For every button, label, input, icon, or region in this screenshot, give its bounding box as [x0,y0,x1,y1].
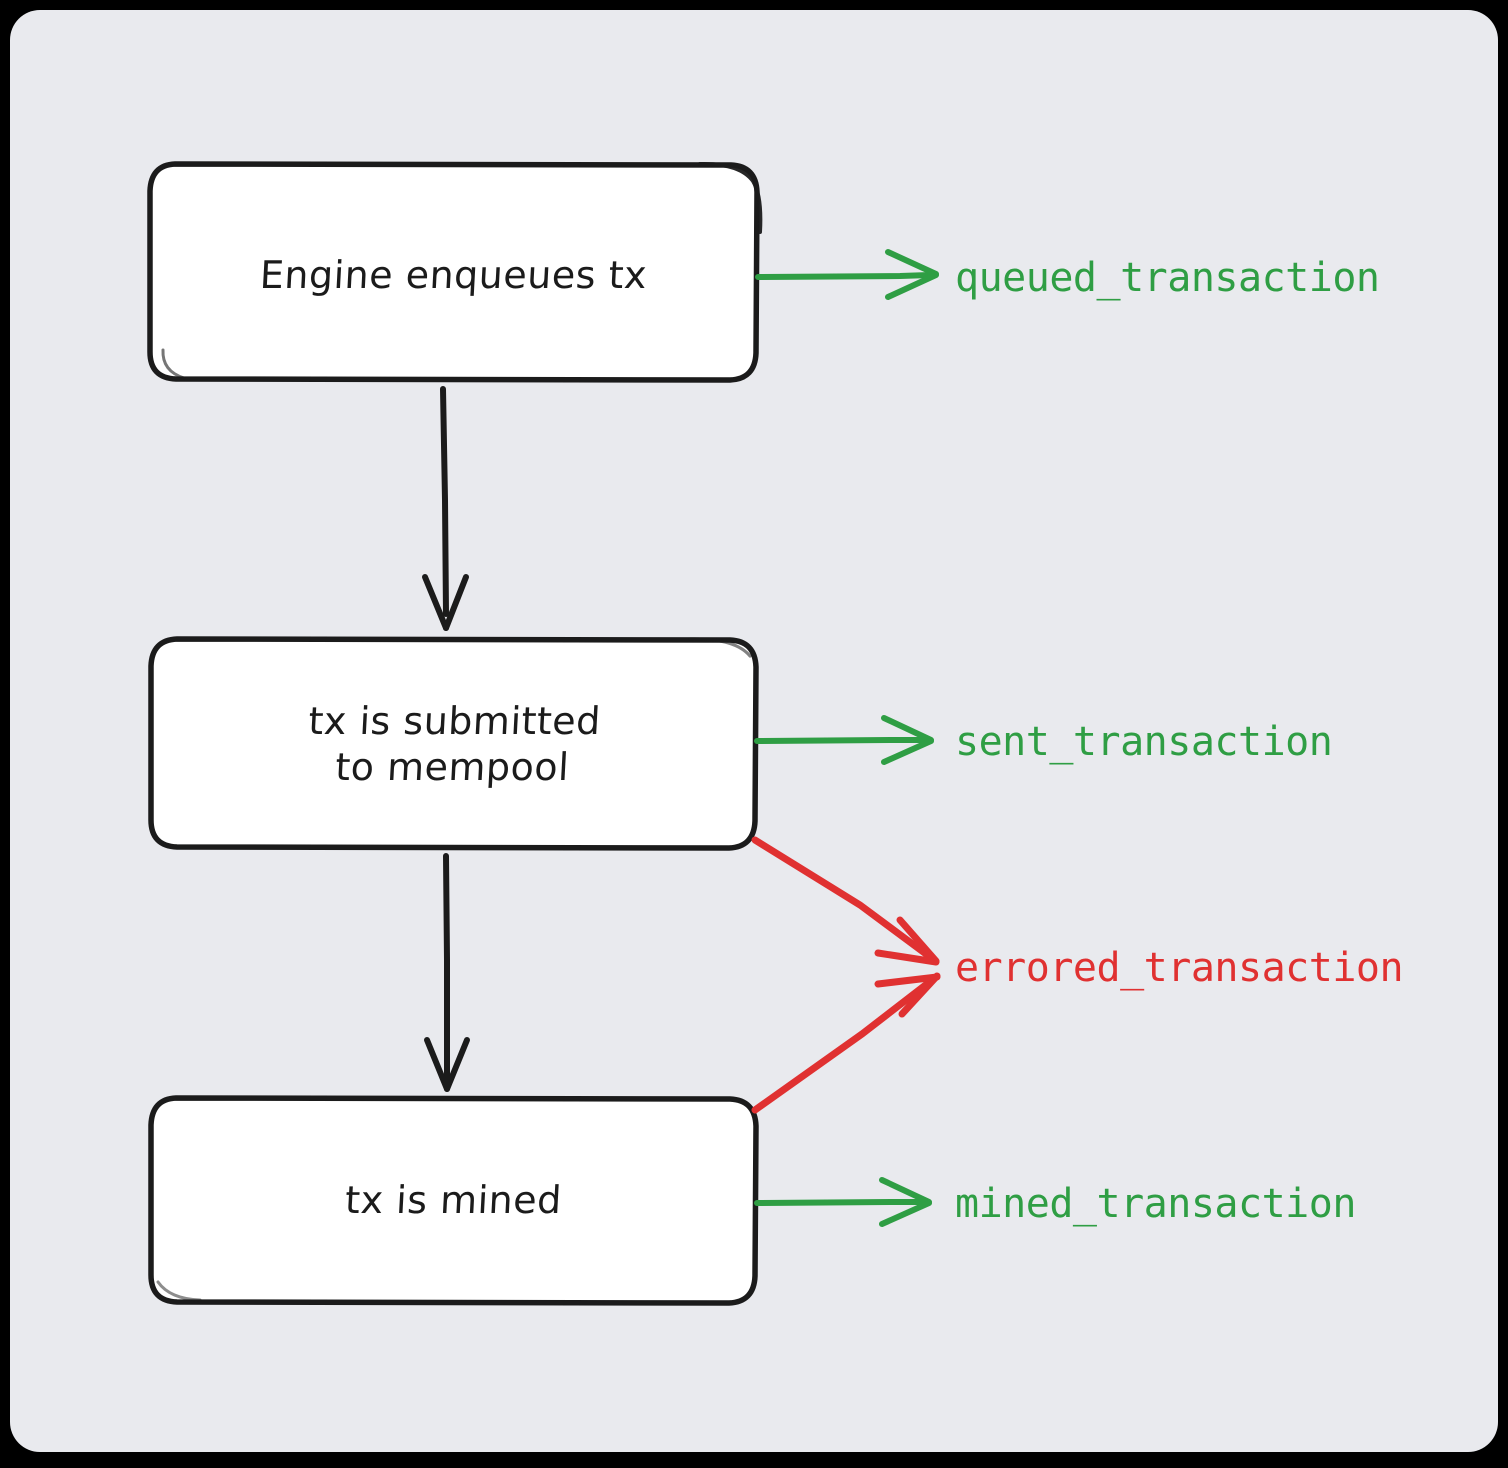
node-label-enqueued: Engine enqueues tx [258,253,649,297]
event-label-errored-transaction: errored_transaction [955,945,1404,991]
node-label-submitted: tx is submitted to mempool [307,699,603,790]
event-label-sent-transaction: sent_transaction [955,719,1333,765]
event-label-mined-transaction: mined_transaction [955,1181,1356,1227]
event-label-queued-transaction: queued_transaction [955,255,1380,301]
node-label-mined: tx is mined [344,1178,563,1222]
